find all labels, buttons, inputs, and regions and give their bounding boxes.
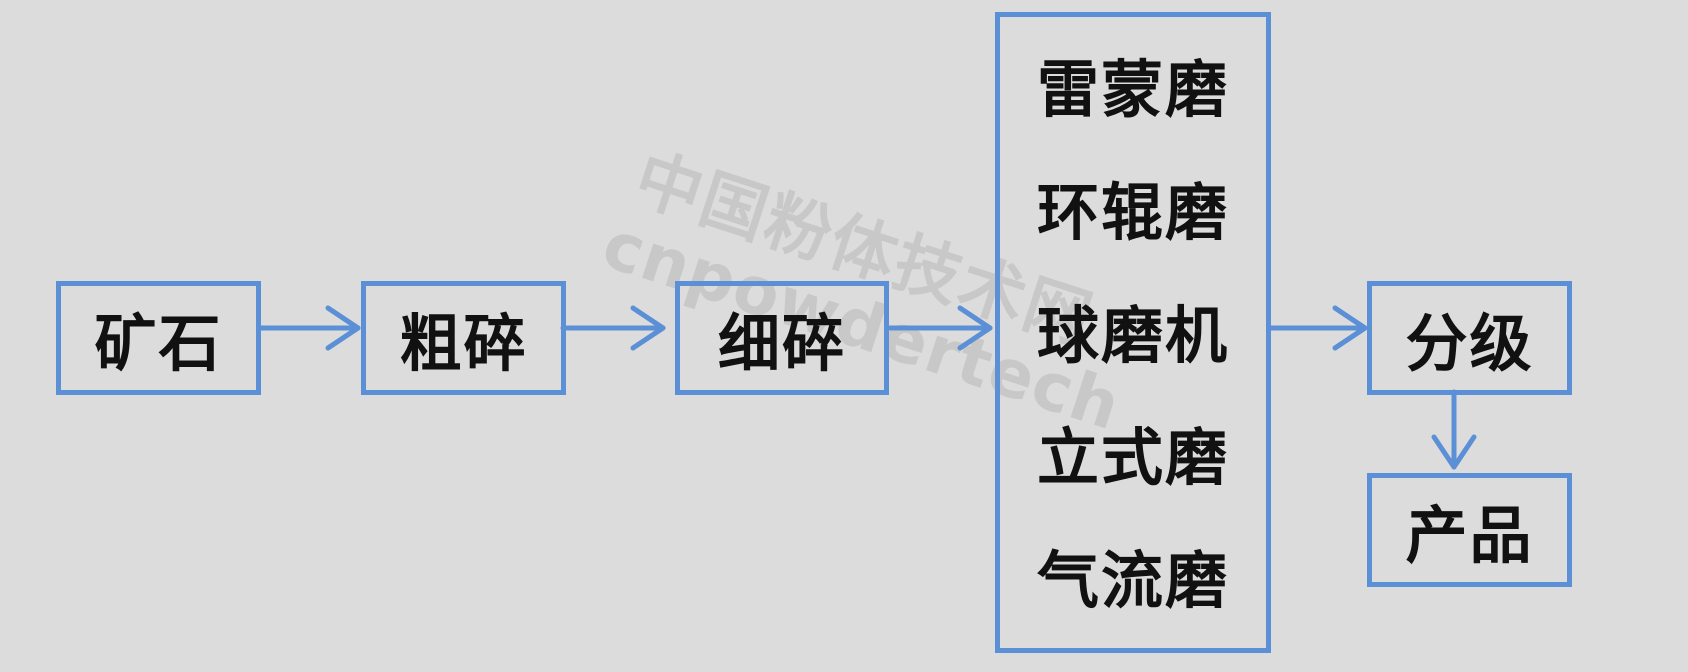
mill-ring-roller: 环辊磨	[1036, 175, 1229, 249]
node-fine-crushing: 细碎	[675, 281, 889, 395]
arrow-classification-to-product	[1431, 389, 1477, 470]
node-product: 产品	[1367, 473, 1572, 587]
arrow-ore-to-coarse	[257, 305, 361, 351]
node-classification: 分级	[1367, 281, 1572, 395]
mill-ball: 球磨机	[1036, 298, 1229, 372]
mill-vertical: 立式磨	[1036, 421, 1229, 495]
node-classification-label: 分级	[1405, 307, 1534, 380]
mill-jet: 气流磨	[1036, 544, 1229, 617]
node-product-label: 产品	[1405, 499, 1534, 572]
node-mills: 雷蒙磨 环辊磨 球磨机 立式磨 气流磨	[995, 12, 1271, 653]
node-ore: 矿石	[56, 281, 261, 395]
node-coarse-crushing-label: 粗碎	[399, 307, 528, 380]
node-ore-label: 矿石	[94, 307, 223, 380]
arrow-coarse-to-fine	[560, 305, 666, 351]
node-coarse-crushing: 粗碎	[361, 281, 566, 395]
arrow-fine-to-mills	[887, 305, 993, 351]
mill-raymond: 雷蒙磨	[1036, 53, 1229, 126]
arrow-mills-to-classification	[1267, 305, 1368, 351]
node-fine-crushing-label: 细碎	[717, 307, 846, 380]
